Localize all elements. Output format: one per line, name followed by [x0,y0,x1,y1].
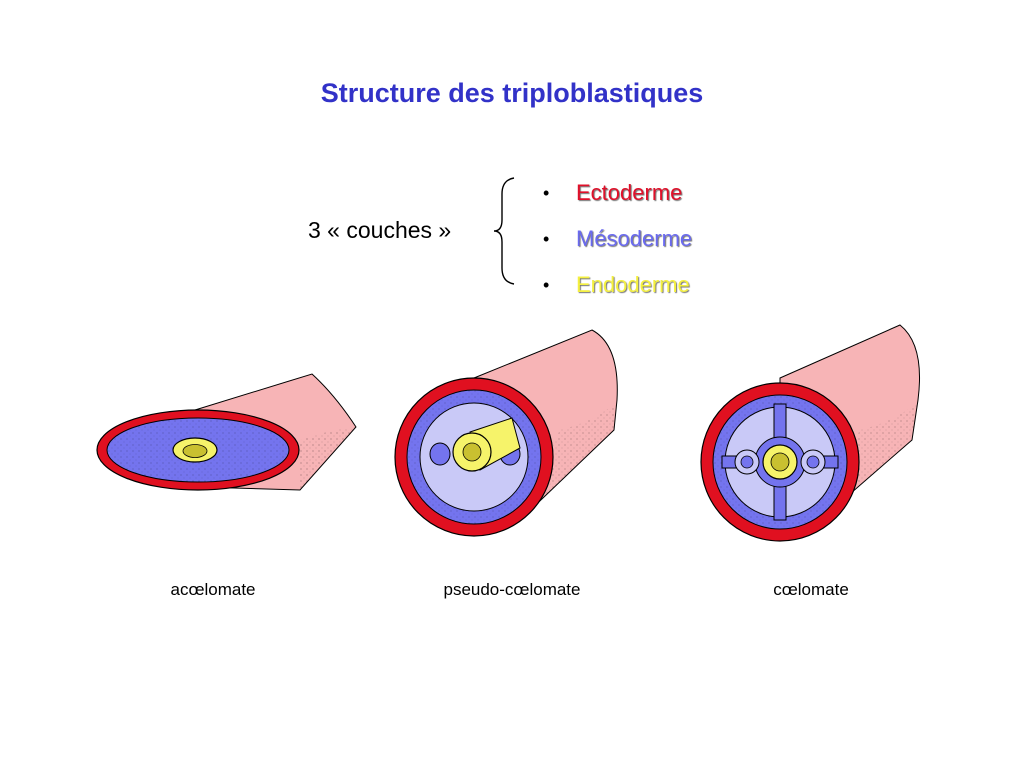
couches-label: 3 « couches » [308,217,452,243]
bullet: • [543,228,550,249]
caption-coelomate: cœlomate [773,580,849,599]
coelomate-diagram [700,324,921,542]
layer-name-ectoderme: Ectoderme [576,180,683,205]
curly-brace [493,177,515,285]
body-plan-figures [96,324,921,542]
bullet: • [543,274,550,295]
layer-item-mesoderme: • Mésoderme [543,216,692,262]
bullet: • [543,182,550,203]
slide-title: Structure des triploblastiques [320,78,704,108]
caption-pseudocoelomate: pseudo-cœlomate [443,580,581,599]
layer-item-ectoderme: • Ectoderme [543,170,692,216]
pseudocoelomate-diagram [394,329,618,537]
caption-acoelomate: acœlomate [170,580,256,599]
acoelomate-diagram [96,373,357,491]
layer-name-endoderme: Endoderme [576,272,690,297]
layer-item-endoderme: • Endoderme [543,262,692,308]
germ-layer-list: • Ectoderme • Mésoderme • Endoderme [543,170,692,308]
layer-name-mesoderme: Mésoderme [576,226,693,251]
